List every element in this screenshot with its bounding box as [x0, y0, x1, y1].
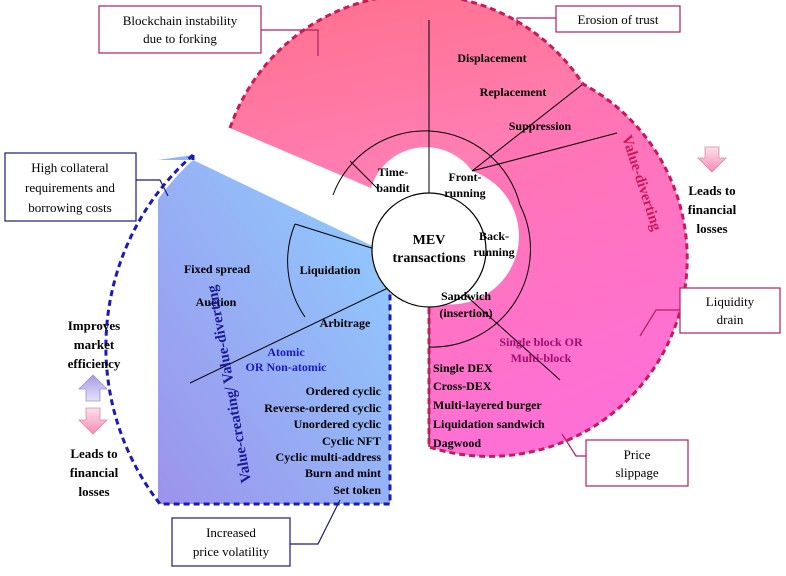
callout-volatility-2: price volatility [193, 544, 270, 559]
callout-blockchain-1: Blockchain instability [123, 13, 238, 28]
auction-label: Auction [196, 295, 237, 309]
back-running-label-2: running [473, 245, 514, 259]
up-arrow-icon [78, 374, 108, 402]
callout-slippage-1: Price [624, 447, 651, 462]
callout-collateral-1: High collateral [31, 160, 109, 175]
cyclic-nft-label: Cyclic NFT [322, 434, 381, 448]
right-losses-3: losses [696, 221, 727, 236]
multi-layered-burger-label: Multi-layered burger [433, 398, 542, 412]
center-label-2: transactions [392, 251, 466, 266]
left-losses-1: Leads to [70, 446, 117, 461]
front-running-label-2: running [444, 186, 485, 200]
multi-block-label: Multi-block [511, 351, 572, 365]
ordered-cyclic-label: Ordered cyclic [306, 384, 382, 398]
callout-blockchain-2: due to forking [143, 31, 217, 46]
burn-and-mint-label: Burn and mint [305, 466, 381, 480]
callout-blockchain-box [98, 5, 262, 54]
sandwich-label-1: Sandwich [441, 289, 491, 303]
single-block-label: Single block OR [499, 335, 583, 349]
down-arrow-icon [697, 146, 727, 173]
center-circle [371, 192, 487, 308]
back-running-label-1: Back- [479, 229, 509, 243]
callout-erosion: Erosion of trust [578, 12, 659, 27]
blue-dashed-border [104, 153, 392, 506]
cyclic-multi-address-label: Cyclic multi-address [276, 450, 382, 464]
callout-slippage-box [585, 439, 689, 487]
left-efficiency-2: market [74, 337, 115, 352]
fixed-spread-label: Fixed spread [184, 262, 250, 276]
red-dashed-border [228, 0, 689, 458]
center-label-1: MEV [413, 233, 446, 248]
liquidation-arbitrage-segment [158, 155, 390, 504]
left-losses-3: losses [78, 484, 109, 499]
cross-dex-label: Cross-DEX [433, 379, 492, 393]
liquidation-label: Liquidation [300, 263, 361, 277]
callout-liquidity-1: Liquidity [706, 294, 755, 309]
reverse-ordered-cyclic-label: Reverse-ordered cyclic [264, 401, 381, 415]
down-arrow-left-icon [78, 407, 108, 435]
sandwich-label-2: (insertion) [439, 306, 492, 320]
left-efficiency-1: Improves [68, 318, 120, 333]
set-token-label: Set token [333, 483, 381, 497]
callout-erosion-box [555, 5, 681, 33]
atomic-label: Atomic [267, 345, 305, 359]
front-running-label-1: Front- [448, 170, 481, 184]
suppression-label: Suppression [509, 119, 572, 133]
callout-volatility-box [171, 517, 291, 567]
left-efficiency-3: efficiency [68, 356, 121, 371]
liquidation-sandwich-label: Liquidation sandwich [433, 417, 545, 431]
callout-collateral-2: requirements and [25, 180, 115, 195]
time-bandit-label-2: bandit [376, 181, 409, 195]
unordered-cyclic-label: Unordered cyclic [294, 417, 382, 431]
left-losses-2: financial [70, 465, 119, 480]
single-dex-label: Single DEX [433, 361, 493, 375]
displacement-label: Displacement [457, 51, 526, 65]
back-running-sandwich-segment [429, 84, 688, 457]
callout-collateral-box [4, 152, 137, 222]
right-losses-1: Leads to [688, 183, 735, 198]
time-bandit-label-1: Time- [378, 165, 408, 179]
callout-collateral-3: borrowing costs [28, 200, 111, 215]
callout-volatility-1: Increased [206, 525, 256, 540]
arbitrage-label: Arbitrage [320, 316, 371, 330]
replacement-label: Replacement [480, 85, 547, 99]
right-losses-2: financial [688, 202, 737, 217]
non-atomic-label: OR Non-atomic [246, 360, 328, 374]
dagwood-label: Dagwood [433, 436, 481, 450]
callout-liquidity-2: drain [717, 312, 744, 327]
callout-slippage-2: slippage [615, 465, 659, 480]
